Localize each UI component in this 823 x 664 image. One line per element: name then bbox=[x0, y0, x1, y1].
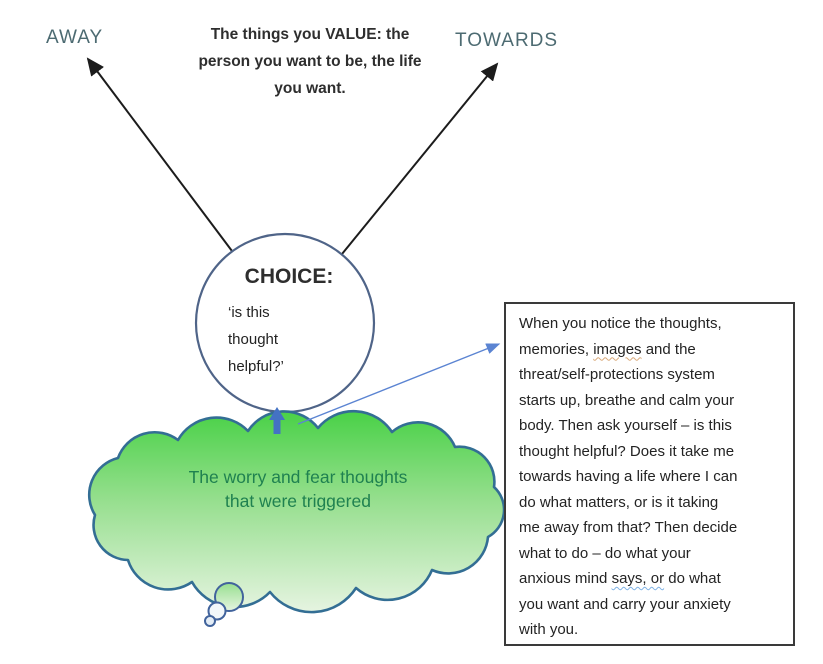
away-label: AWAY bbox=[46, 27, 104, 48]
note-box-line: me away from that? Then decide bbox=[519, 519, 738, 536]
cloud-label: The worry and fear thoughts that were tr… bbox=[139, 465, 457, 513]
choice-question-line: ‘is this bbox=[228, 304, 270, 321]
note-box-line: memories, images and the bbox=[519, 340, 696, 358]
value-statement-line: you want. bbox=[274, 80, 346, 97]
note-box-line: do what matters, or is it taking bbox=[519, 493, 719, 511]
note-box-line: body. Then ask yourself – is this bbox=[519, 417, 732, 434]
cloud-label-line: that were triggered bbox=[225, 491, 371, 511]
note-box-line: what to do – do what your bbox=[519, 544, 691, 562]
value-statement: The things you VALUE: the person you wan… bbox=[172, 21, 448, 102]
note-box-line: you want and carry your anxiety bbox=[519, 595, 731, 613]
cloud-label-line: The worry and fear thoughts bbox=[188, 467, 408, 487]
note-box-line: thought helpful? Does it take me bbox=[519, 442, 735, 460]
towards-arrow-icon bbox=[341, 62, 499, 255]
note-box-line: with you. bbox=[519, 621, 579, 638]
connector-arrow-icon bbox=[297, 343, 501, 425]
choice-question: ‘is this thought helpful?’ bbox=[228, 299, 284, 380]
thought-bubble-small bbox=[204, 615, 216, 627]
away-arrow-icon bbox=[86, 57, 233, 252]
choice-circle bbox=[194, 232, 376, 414]
up-arrow-icon bbox=[269, 407, 285, 434]
towards-label: TOWARDS bbox=[455, 30, 559, 51]
note-box: When you notice the thoughts, memories, i… bbox=[504, 302, 795, 646]
thought-bubble-medium bbox=[207, 601, 227, 621]
choice-title: CHOICE: bbox=[244, 265, 334, 288]
note-box-line: threat/self-protections system bbox=[519, 366, 715, 383]
note-box-line: When you notice the thoughts, bbox=[519, 315, 722, 332]
choice-question-line: helpful?’ bbox=[228, 358, 284, 375]
note-box-line: towards having a life where I can bbox=[519, 468, 738, 485]
note-box-line: starts up, breathe and calm your bbox=[519, 391, 735, 409]
note-box-line: anxious mind says, or do what bbox=[519, 570, 721, 587]
value-statement-line: The things you VALUE: the bbox=[210, 26, 410, 43]
value-statement-line: person you want to be, the life bbox=[198, 53, 422, 70]
note-box-text: When you notice the thoughts, memories, i… bbox=[519, 311, 785, 643]
choice-question-line: thought bbox=[228, 331, 279, 348]
